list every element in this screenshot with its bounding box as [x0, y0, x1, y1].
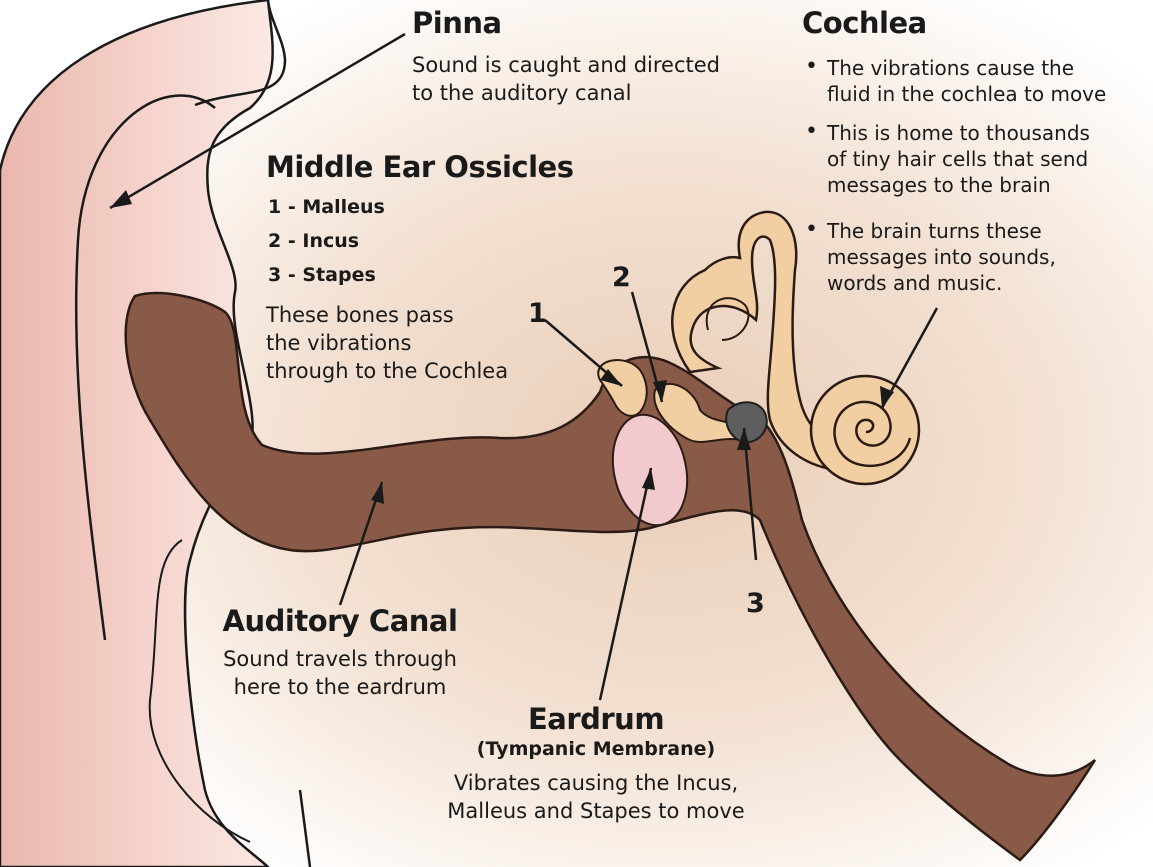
- ossicles-description-line-3: through to the Cochlea: [266, 358, 508, 384]
- ossicles-item-1: 1 - Malleus: [268, 192, 385, 222]
- cochlea-bullet-3-line-3: words and music.: [827, 270, 1056, 296]
- marker-1: 1: [528, 298, 547, 329]
- ossicles-item-1-separator: -: [288, 196, 303, 218]
- auditory-canal-description-line-1: Sound travels through: [190, 646, 490, 672]
- ossicles-item-1-label: Malleus: [302, 196, 384, 218]
- cochlea-shape: [811, 376, 919, 484]
- cochlea-bullet-3: The brain turns these messages into soun…: [827, 218, 1056, 296]
- eardrum-description-line-2: Malleus and Stapes to move: [426, 798, 766, 824]
- ossicles-item-2-label: Incus: [302, 230, 359, 252]
- ossicles-item-2-separator: -: [288, 230, 303, 252]
- ossicles-item-3: 3 - Stapes: [268, 260, 376, 290]
- marker-3: 3: [746, 588, 765, 619]
- ossicles-item-1-number: 1: [268, 196, 281, 218]
- cochlea-bullet-1-line-2: fluid in the cochlea to move: [827, 81, 1106, 107]
- ossicles-title: Middle Ear Ossicles: [266, 150, 573, 184]
- eardrum-description-line-1: Vibrates causing the Incus,: [426, 770, 766, 796]
- pinna-description-line-2: to the auditory canal: [412, 80, 632, 106]
- cochlea-bullet-2-line-1: This is home to thousands: [827, 120, 1090, 146]
- cochlea-bullet-2-line-3: messages to the brain: [827, 172, 1090, 198]
- auditory-canal-description-line-2: here to the eardrum: [190, 674, 490, 700]
- cochlea-title: Cochlea: [802, 6, 927, 40]
- cochlea-bullet-2: This is home to thousands of tiny hair c…: [827, 120, 1090, 198]
- cochlea-bullet-2-line-2: of tiny hair cells that send: [827, 146, 1090, 172]
- ossicles-item-2-number: 2: [268, 230, 281, 252]
- ossicles-item-3-number: 3: [268, 264, 281, 286]
- eardrum-subtitle: (Tympanic Membrane): [446, 734, 746, 764]
- pinna-title: Pinna: [412, 6, 502, 40]
- marker-2: 2: [612, 262, 631, 293]
- cochlea-bullet-1: The vibrations cause the fluid in the co…: [827, 55, 1106, 107]
- auditory-canal-title: Auditory Canal: [200, 604, 480, 638]
- cochlea-bullet-3-line-1: The brain turns these: [827, 218, 1056, 244]
- cochlea-bullet-3-line-2: messages into sounds,: [827, 244, 1056, 270]
- pinna-description-line-1: Sound is caught and directed: [412, 52, 720, 78]
- ossicles-item-3-label: Stapes: [302, 264, 375, 286]
- eardrum-title: Eardrum: [446, 702, 746, 736]
- cochlea-bullet-1-line-1: The vibrations cause the: [827, 55, 1106, 81]
- ossicles-item-2: 2 - Incus: [268, 226, 359, 256]
- ossicles-item-3-separator: -: [288, 264, 303, 286]
- ossicles-description-line-1: These bones pass: [266, 302, 454, 328]
- ossicles-description-line-2: the vibrations: [266, 330, 411, 356]
